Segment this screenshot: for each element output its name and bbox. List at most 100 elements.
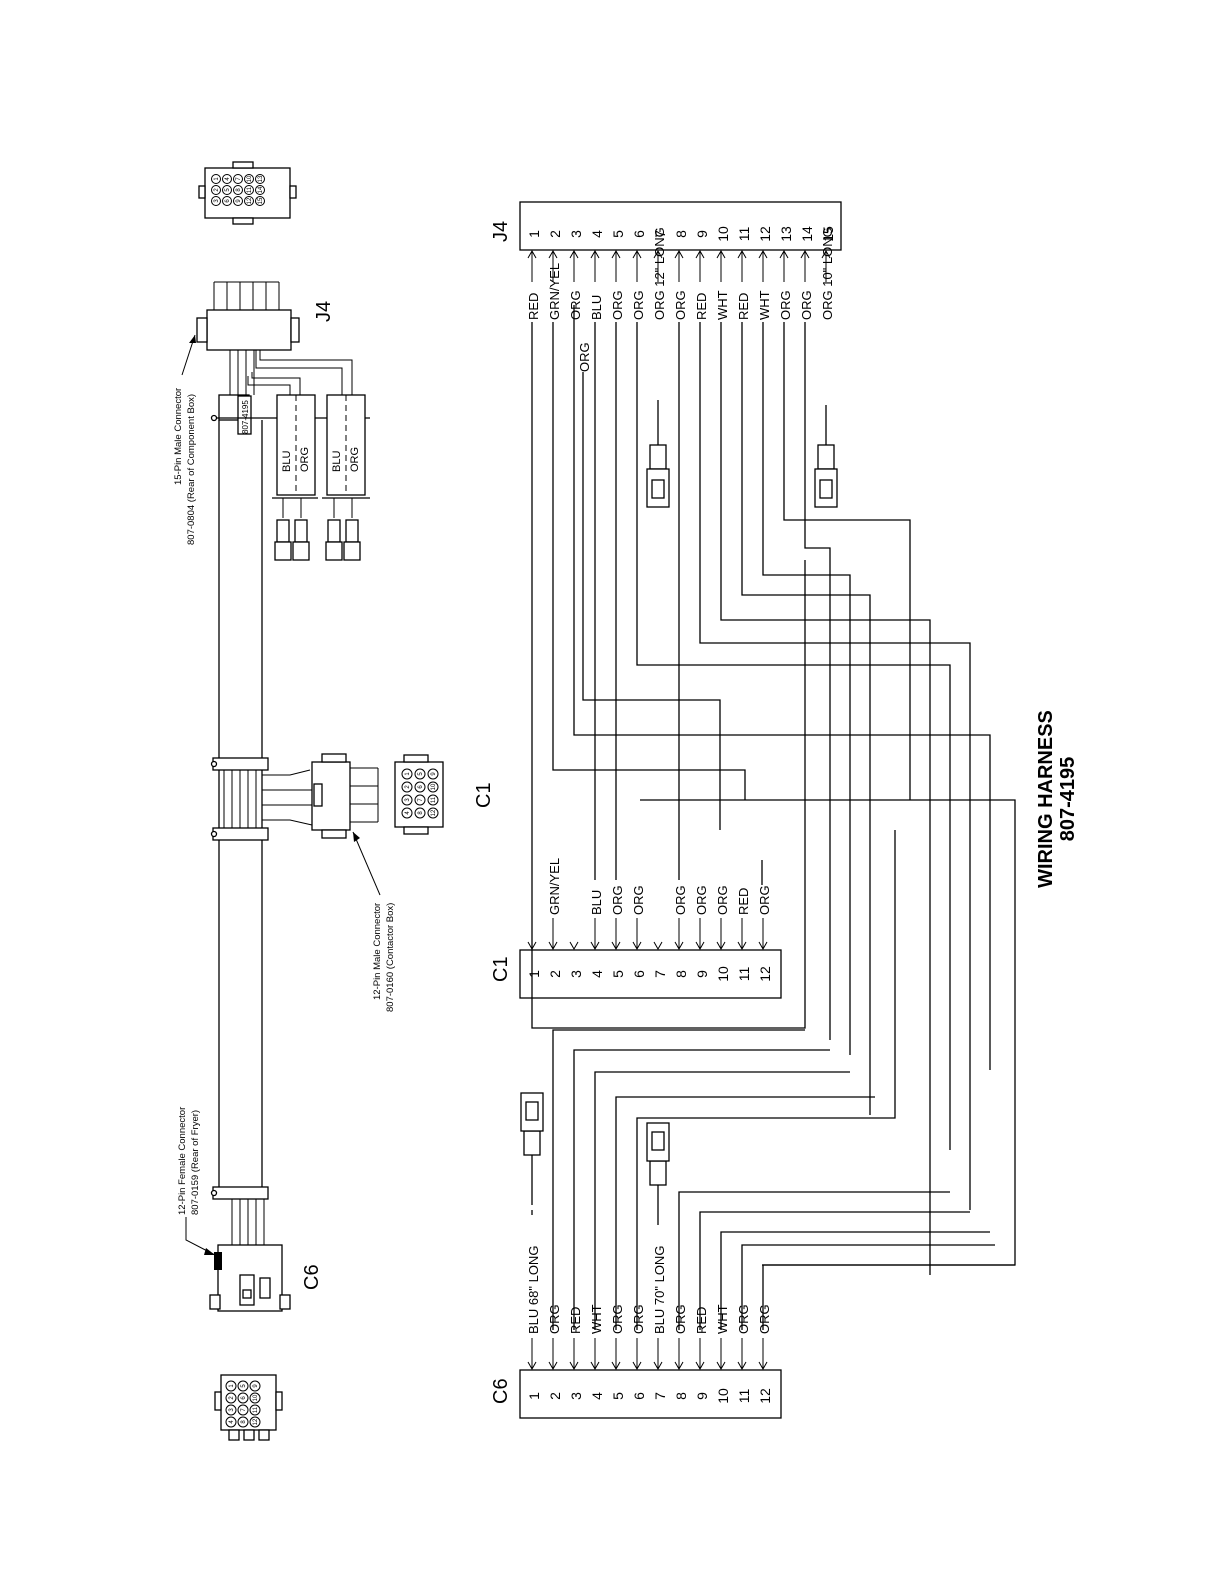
- j4-pin-8: 8: [673, 230, 689, 238]
- j4-pin-14: 14: [799, 226, 815, 242]
- c6-wire-label-10: WHT: [715, 1304, 730, 1334]
- diagram-part-number: 807-4195: [1057, 757, 1079, 842]
- c6-wire-label-7: BLU 70" LONG: [652, 1246, 667, 1334]
- j4faceCircles-pin: 12: [247, 197, 253, 204]
- c6-pin-10: 10: [715, 1388, 731, 1404]
- c1-wire-label-11: RED: [736, 888, 751, 915]
- lead-label-org-2: ORG: [349, 447, 361, 472]
- c6-pin-7: 7: [652, 1392, 668, 1400]
- c6-wire-label-11: ORG: [736, 1304, 751, 1334]
- c6-pin-block: [519, 1369, 782, 1419]
- c6-pin-1: 1: [526, 1392, 542, 1400]
- terminal-j4-15: [814, 405, 838, 508]
- c1faceCircles-pin: 1: [405, 772, 411, 776]
- c6faceCircles-pin: 12: [253, 1418, 259, 1425]
- c6-callout-line2: 807-0159 (Rear of Fryer): [190, 1110, 201, 1215]
- c1-wire-label-9: ORG: [694, 885, 709, 915]
- j4-pin-12: 12: [757, 226, 773, 242]
- c1faceCircles-pin: 9: [431, 772, 437, 776]
- c6-wire-label-1: BLU 68" LONG: [526, 1246, 541, 1334]
- j4-wire-label-10: WHT: [715, 290, 730, 320]
- c1-callout-arrow: [353, 832, 360, 842]
- j4-wire-label-1: RED: [526, 293, 541, 320]
- c6-callout-line1: 12-Pin Female Connector: [177, 1107, 188, 1215]
- c6faceCircles-pin: 6: [241, 1396, 247, 1400]
- c1faceCircles-pin: 11: [431, 796, 437, 803]
- j4-pin-11: 11: [736, 227, 752, 242]
- j4faceCircles-pin: 1: [214, 177, 220, 181]
- j4faceCircles-pin: 2: [214, 188, 220, 192]
- c6faceCircles-pin: 4: [229, 1420, 235, 1424]
- c1faceCircles-pin: 12: [431, 809, 437, 816]
- lead-label-org-1: ORG: [299, 447, 311, 472]
- c1-pin-4: 4: [589, 970, 605, 978]
- c1-pictorial-label: C1: [473, 782, 495, 808]
- j4-connector-body: [196, 281, 300, 351]
- j4faceCircles-pin: 13: [258, 175, 264, 182]
- j4-pin-13: 13: [778, 226, 794, 242]
- j4-wire-label-3b: ORG: [577, 342, 592, 372]
- c1-callout-line2: 807-0160 (Contactor Box): [385, 903, 396, 1012]
- c1-pin-2: 2: [547, 970, 563, 978]
- c6faceCircles-pin: 11: [253, 1406, 259, 1413]
- c1-pin-12: 12: [757, 966, 773, 982]
- c6-callout-leader: [185, 1217, 216, 1256]
- c1-wire-label-12: ORG: [757, 885, 772, 915]
- j4faceCircles-pin: 15: [258, 197, 264, 204]
- j4faceCircles-pin: 4: [225, 177, 231, 181]
- j4-wire-label-2: GRN/YEL: [547, 263, 562, 320]
- c1-pin-5: 5: [610, 970, 626, 978]
- j4-pin-3: 3: [568, 230, 584, 238]
- c1-pin-10: 10: [715, 966, 731, 982]
- c6-callout-arrow: [204, 1248, 215, 1255]
- c6-wire-label-6: ORG: [631, 1304, 646, 1334]
- diagram-title: WIRING HARNESS: [1035, 710, 1057, 888]
- j4-pictorial-label: J4: [313, 301, 335, 322]
- c1faceCircles-pin: 6: [418, 785, 424, 789]
- j4faceCircles-pin: 7: [236, 177, 242, 181]
- c1faceCircles-pin: 5: [418, 772, 424, 776]
- c1faceCircles-pin: 7: [418, 798, 424, 802]
- j4-wire-label-9: RED: [694, 293, 709, 320]
- j4-pin-5: 5: [610, 230, 626, 238]
- j4-pin-7: 7: [652, 230, 668, 238]
- j4faceCircles-pin: 9: [236, 199, 242, 203]
- c6-pin-9: 9: [694, 1392, 710, 1400]
- j4faceCircles-pin: 8: [236, 188, 242, 192]
- c6-pin-4: 4: [589, 1392, 605, 1400]
- lead-label-blu-2: BLU: [331, 451, 343, 472]
- c6-pin-3: 3: [568, 1392, 584, 1400]
- j4-schematic-label: J4: [490, 221, 512, 242]
- j4faceCircles-pin: 5: [225, 188, 231, 192]
- c6-pin-8: 8: [673, 1392, 689, 1400]
- c1-pin-6: 6: [631, 970, 647, 978]
- c1-pin-9: 9: [694, 970, 710, 978]
- j4-callout-arrow: [189, 335, 196, 343]
- terminal-c6-7: [646, 1122, 670, 1215]
- j4-wire-label-3: ORG: [568, 290, 583, 320]
- c1-callout-leader: [352, 831, 381, 896]
- c6-pin-5: 5: [610, 1392, 626, 1400]
- j4-wire-label-15: ORG 10" LONG: [820, 227, 835, 320]
- j4-wire-label-11: RED: [736, 293, 751, 320]
- c6-pin-11: 11: [736, 1389, 752, 1404]
- c1faceCircles-pin: 2: [405, 785, 411, 789]
- j4-wire-label-7: ORG 12" LONG: [652, 227, 667, 320]
- c6faceCircles-pin: 10: [253, 1394, 259, 1401]
- c6-schematic-label: C6: [490, 1378, 512, 1404]
- j4-callout-line2: 807-0804 (Rear of Component Box): [186, 394, 197, 545]
- c6faceCircles-pin: 7: [241, 1408, 247, 1412]
- c6-pictorial-label: C6: [301, 1264, 323, 1290]
- terminal-j4-7: [646, 400, 670, 508]
- j4-wire-label-14: ORG: [799, 290, 814, 320]
- j4-pin-15: 15: [820, 226, 836, 242]
